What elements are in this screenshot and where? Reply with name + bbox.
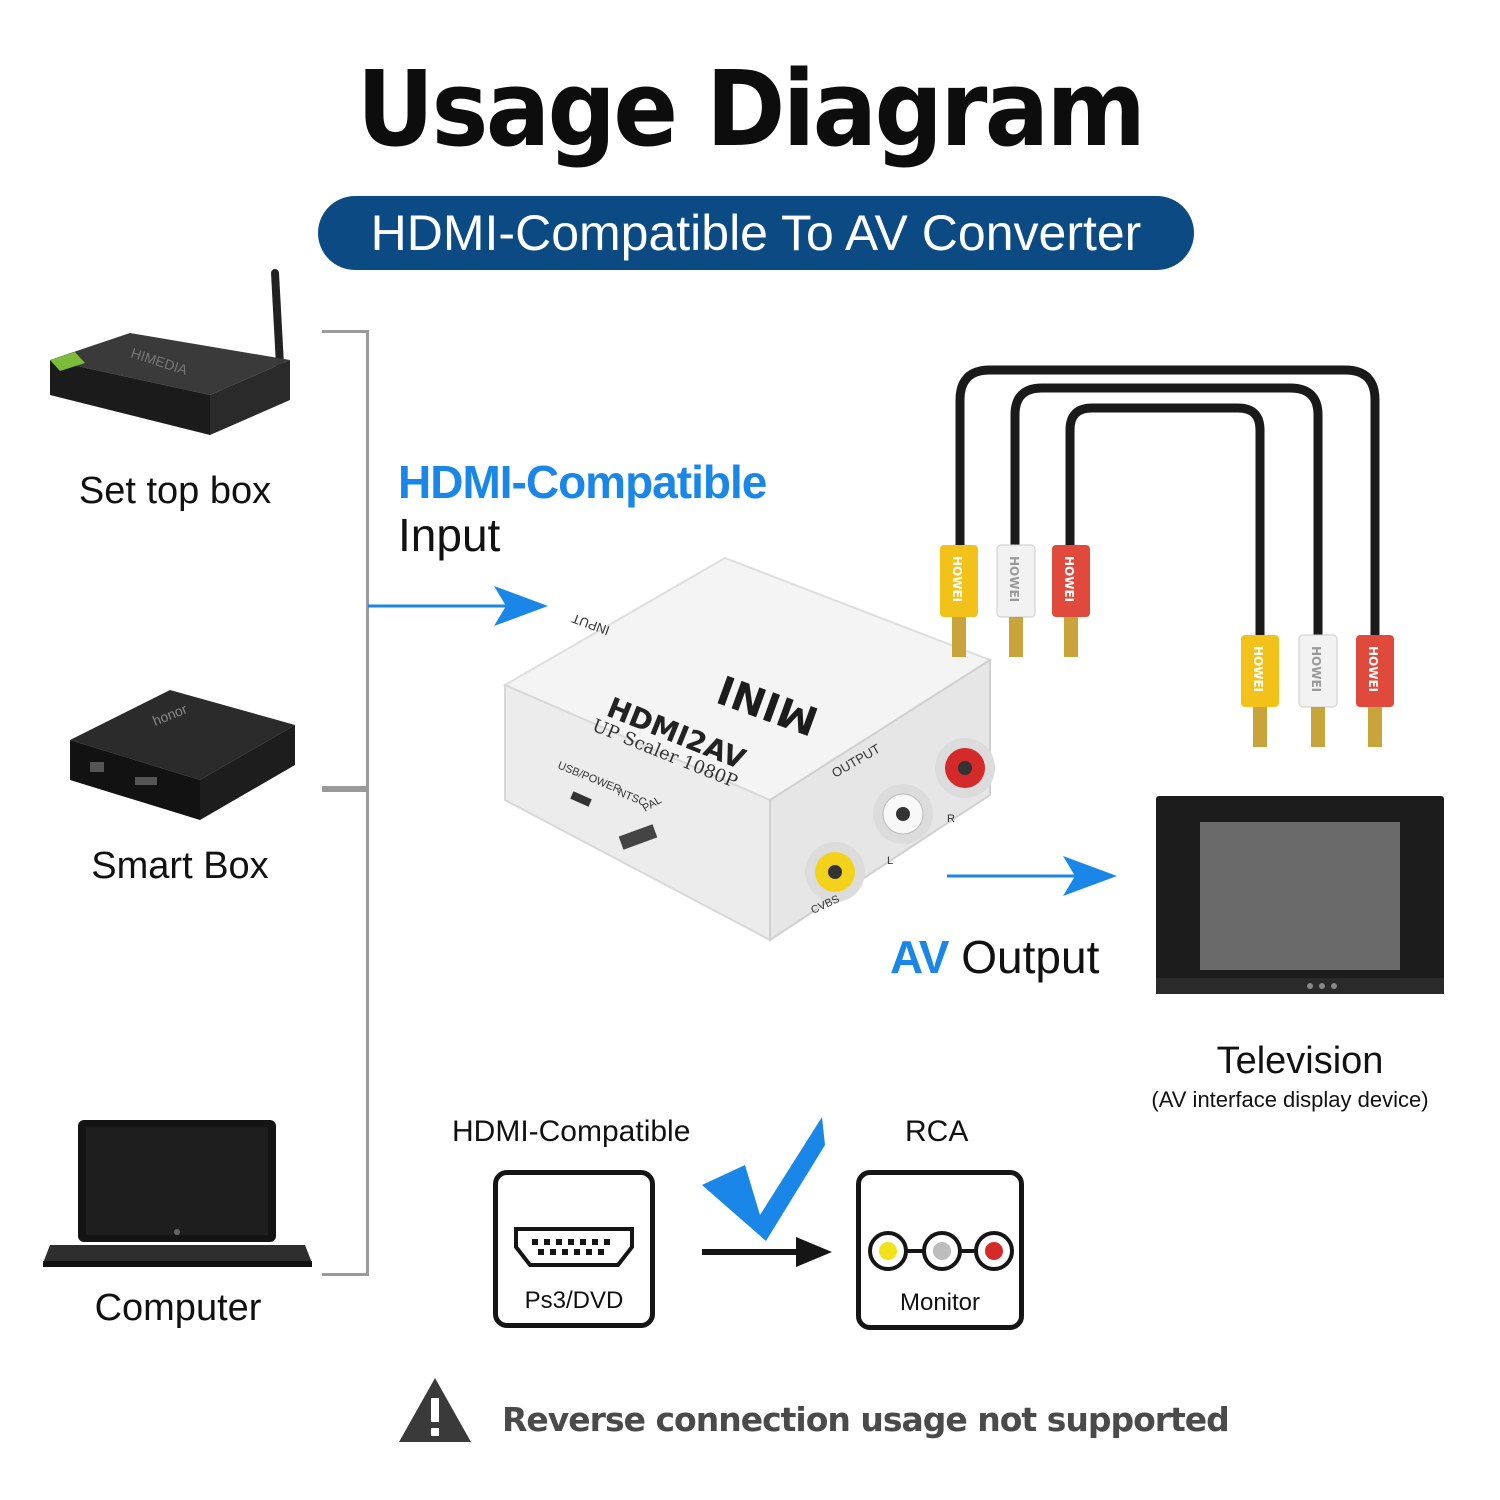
output-caption: AV Output: [890, 930, 1099, 984]
bracket-upper: [322, 330, 369, 792]
rca-ports-icon: [868, 1231, 1014, 1271]
laptop-icon: [43, 1120, 312, 1267]
output-word: Output: [961, 931, 1100, 983]
rca-cable-icon: HOWEI HOWEI HOWEI HOWEI HOWEI HOWEI: [940, 365, 1394, 747]
input-word: Input: [398, 509, 501, 561]
port-output-label: OUTPUT: [829, 741, 883, 781]
hdmi-source-box: Ps3/DVD: [493, 1170, 655, 1328]
port-usb-label: USB/POWER: [556, 760, 623, 796]
hdmi-source-text: Ps3/DVD: [524, 1287, 624, 1314]
rca-monitor-box: Monitor: [856, 1170, 1024, 1330]
cable-brand: HOWEI: [1251, 646, 1265, 692]
input-highlight: HDMI-Compatible: [398, 456, 767, 508]
television-label: Television: [1216, 1040, 1384, 1082]
warning-text: Reverse connection usage not supported: [502, 1400, 1230, 1439]
jack-yellow: [805, 842, 865, 902]
cable-brand: HOWEI: [1062, 556, 1076, 602]
checkmark-icon: [702, 1117, 832, 1267]
bracket-lower: [322, 786, 369, 1276]
device-label-smart-box: Smart Box: [91, 845, 269, 887]
page-title: Usage Diagram: [356, 48, 1147, 170]
cable-brand: HOWEI: [1366, 646, 1380, 692]
jack-red: [935, 738, 995, 798]
hdmi-port-icon: [514, 1227, 634, 1267]
device-label-set-top-box: Set top box: [78, 470, 272, 512]
jack-r-label: R: [947, 813, 955, 825]
compat-left-label: HDMI-Compatible: [452, 1115, 691, 1148]
rca-monitor-text: Monitor: [899, 1289, 981, 1316]
television-sublabel: (AV interface display device): [1151, 1087, 1429, 1112]
device-label-computer: Computer: [94, 1287, 262, 1329]
output-arrow: [947, 856, 1117, 896]
port-input-label: INPUT: [570, 611, 612, 638]
smart-box-icon: honor: [70, 690, 295, 820]
jack-cvbs-label: CVBS: [809, 893, 841, 917]
output-highlight: AV: [890, 931, 949, 983]
warning-icon: [399, 1378, 471, 1442]
set-top-box-icon: HIMEDIA: [50, 269, 290, 435]
jack-l-label: L: [887, 855, 893, 867]
television-icon: [1156, 796, 1444, 994]
subtitle-banner: HDMI-Compatible To AV Converter: [318, 196, 1194, 270]
cable-brand: HOWEI: [950, 556, 964, 602]
cable-brand: HOWEI: [1309, 646, 1323, 692]
converter-brand: MINI: [712, 665, 825, 743]
cable-brand: HOWEI: [1007, 556, 1021, 602]
converter-box: [502, 556, 995, 942]
converter-labels: MINI HDMI2AV UP Scaler 1080P INPUT OUTPU…: [556, 611, 955, 917]
input-arrow: [368, 586, 548, 626]
compat-right-label: RCA: [905, 1115, 969, 1148]
jack-white: [873, 784, 933, 844]
